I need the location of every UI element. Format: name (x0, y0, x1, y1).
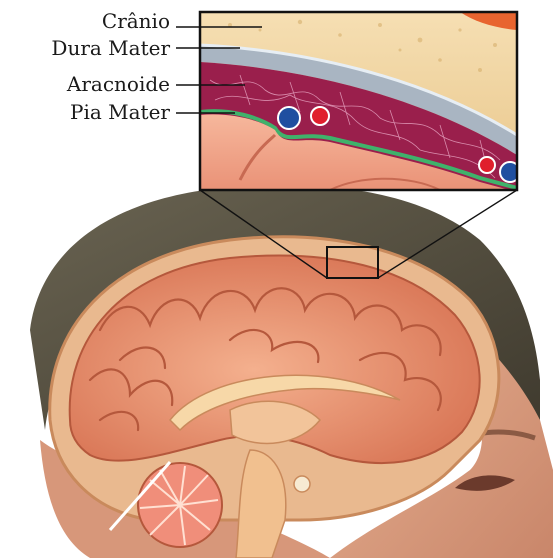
label-cranio: Crânio (102, 10, 170, 32)
meninges-inset (200, 12, 520, 200)
label-dura-mater: Dura Mater (51, 37, 170, 59)
label-aracnoide: Aracnoide (67, 73, 170, 95)
pituitary (294, 476, 310, 492)
cerebellum (138, 463, 222, 547)
label-pia-mater: Pia Mater (70, 101, 170, 123)
